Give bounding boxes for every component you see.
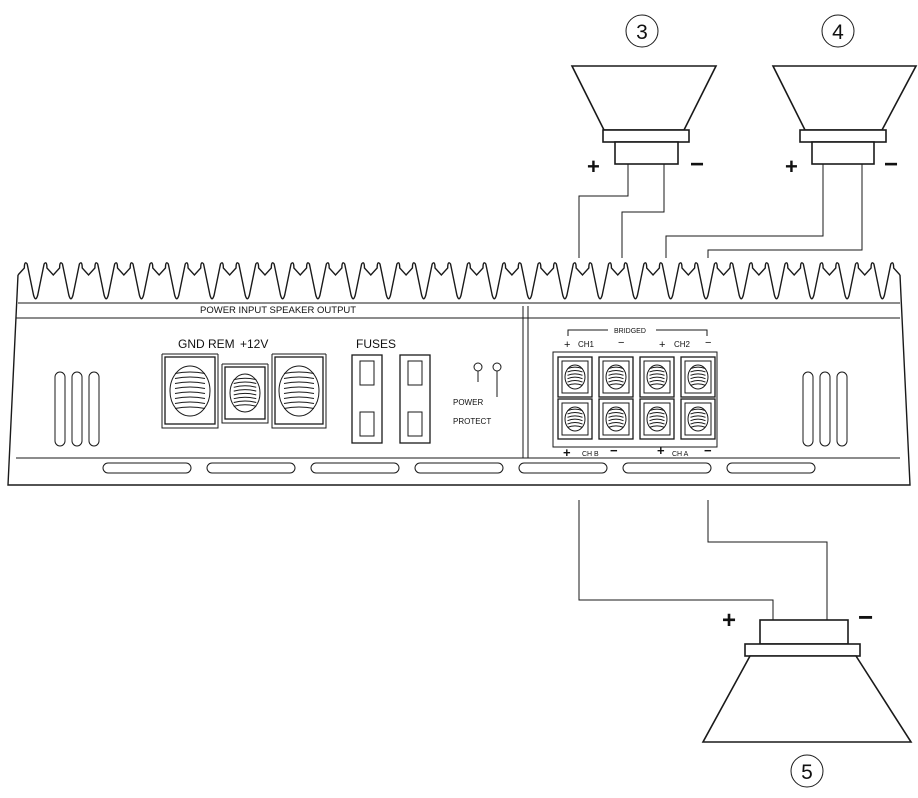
bottom-slot	[102, 462, 192, 474]
chb-minus: −	[610, 443, 618, 458]
speaker-5-rim	[744, 643, 861, 657]
fuse-1	[351, 354, 383, 444]
speaker-5: + − 5	[701, 602, 913, 788]
speaker-3-rim	[602, 129, 690, 143]
speaker-3-number: 3	[636, 21, 648, 44]
vent-slots	[54, 371, 848, 447]
wire-speaker-5-plus	[578, 500, 774, 620]
ch1-plus: +	[564, 339, 570, 351]
speaker-terminal-block: BRIDGED + CH1 − + CH2 − + CH B − + CH A …	[552, 326, 718, 460]
speaker-4-magnet	[811, 141, 875, 165]
vent-slot	[836, 371, 848, 447]
fuse-1-blade-top	[359, 360, 375, 386]
cha-plus: +	[657, 443, 665, 458]
protect-led	[492, 362, 502, 372]
ch1-minus: −	[618, 337, 624, 349]
vent-slot	[71, 371, 83, 447]
bottom-slot	[414, 462, 504, 474]
fuse-2-blade-top	[407, 360, 423, 386]
cha-minus: −	[704, 443, 712, 458]
speaker-5-cone	[701, 655, 913, 743]
fuse-2	[399, 354, 431, 444]
cha-label: CH A	[672, 451, 689, 458]
speaker-3: 3 + −	[570, 14, 718, 179]
bottom-slot	[622, 462, 712, 474]
power-label-12v: +12V	[240, 337, 268, 351]
ch1-label: CH1	[578, 340, 595, 349]
power-12v-terminal	[274, 356, 324, 425]
fuses: FUSES	[351, 337, 431, 444]
ch2-label: CH2	[674, 340, 691, 349]
speaker-terminal-housing	[552, 351, 718, 448]
vent-slot	[802, 371, 814, 447]
power-label-gnd: GND	[178, 337, 205, 351]
chb-plus: +	[563, 445, 571, 460]
power-led	[473, 362, 483, 372]
bottom-slot	[310, 462, 400, 474]
power-label-rem: REM	[208, 337, 235, 351]
speaker-5-magnet	[759, 619, 849, 645]
speaker-4-plus: +	[785, 154, 798, 179]
speaker-terminal	[557, 356, 593, 398]
protect-led-label: PROTECT	[453, 417, 491, 426]
heatsink-fins	[17, 262, 901, 300]
speaker-4-cone	[771, 65, 918, 131]
speaker-4: 4 + −	[771, 14, 918, 179]
speaker-3-number-circle	[625, 14, 659, 48]
fuse-1-blade-bottom	[359, 411, 375, 437]
speaker-5-plus: +	[722, 607, 736, 634]
speaker-3-cone	[570, 65, 718, 131]
power-terminal-block: GND REM +12V	[161, 337, 327, 429]
status-leds: POWER PROTECT	[453, 362, 502, 426]
speaker-3-plus: +	[587, 154, 600, 179]
speaker-5-number-circle	[790, 754, 824, 788]
ch2-minus: −	[705, 337, 711, 349]
speaker-5-number: 5	[801, 761, 813, 784]
wire-speaker-4-minus	[707, 164, 863, 258]
speaker-wires	[578, 164, 863, 620]
speaker-4-minus: −	[884, 151, 898, 178]
vent-slot	[88, 371, 100, 447]
section-header: POWER INPUT SPEAKER OUTPUT	[200, 305, 356, 316]
speaker-4-number-circle	[821, 14, 855, 48]
speaker-3-magnet	[614, 141, 679, 165]
bridged-label: BRIDGED	[614, 328, 646, 335]
bottom-slots	[102, 462, 816, 474]
vent-slot	[54, 371, 66, 447]
front-panel-outline	[16, 302, 900, 459]
ch2-plus: +	[659, 339, 665, 351]
fuses-label: FUSES	[356, 337, 396, 351]
power-led-label: POWER	[453, 398, 483, 407]
power-terminal-housing	[161, 353, 327, 429]
speaker-4-number: 4	[832, 21, 844, 44]
amplifier-body-outline	[7, 274, 911, 486]
chb-label: CH B	[582, 451, 599, 458]
wire-speaker-5-minus	[707, 500, 828, 620]
speaker-4-rim	[799, 129, 887, 143]
wire-speaker-4-plus	[665, 164, 824, 258]
speaker-3-minus: −	[690, 151, 704, 178]
vent-slot	[819, 371, 831, 447]
wire-speaker-3-minus	[621, 164, 665, 258]
gnd-terminal	[164, 356, 216, 425]
bottom-slot	[206, 462, 296, 474]
amplifier: POWER INPUT SPEAKER OUTPUT GND REM +12V …	[7, 262, 911, 486]
fuse-2-blade-bottom	[407, 411, 423, 437]
bottom-slot	[726, 462, 816, 474]
wire-speaker-3-plus	[578, 164, 629, 258]
bottom-slot	[518, 462, 608, 474]
speaker-5-minus: −	[858, 602, 873, 632]
